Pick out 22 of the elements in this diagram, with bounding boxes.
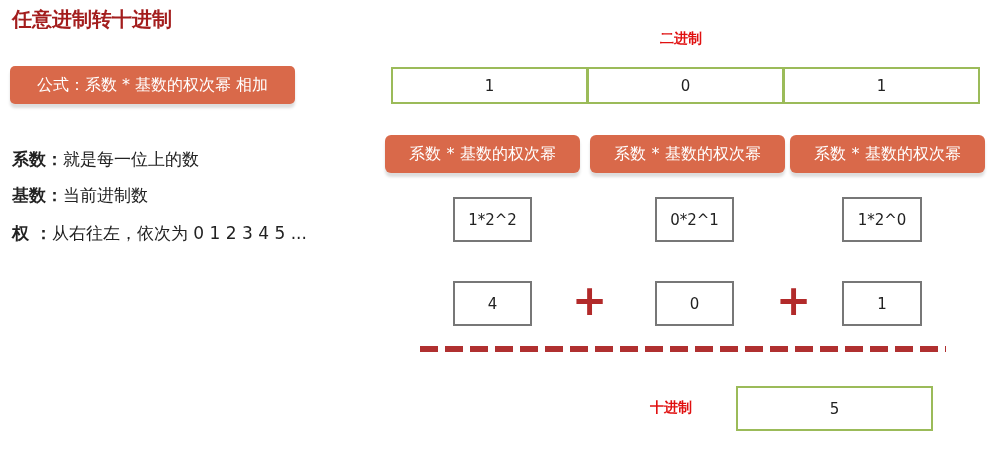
title: 任意进制转十进制 [12,6,172,33]
side-label: 十进制 [650,399,692,417]
expression-box: 1*2^2 [453,197,532,242]
result-box: 0 [655,281,734,326]
formula-box: 公式：系数 * 基数的权次幂 相加 [10,66,295,104]
definition-text: 基数：当前进制数 [12,184,148,207]
plus-sign: + [776,280,812,322]
formula-box: 系数 * 基数的权次幂 [790,135,985,173]
heading-label: 二进制 [660,30,702,48]
definition-text: 权 ：从右往左，依次为 0 1 2 3 4 5 ... [12,222,307,245]
result-box: 5 [736,386,933,431]
formula-box: 系数 * 基数的权次幂 [385,135,580,173]
digit-cell: 1 [783,67,980,104]
expression-box: 1*2^0 [842,197,922,242]
digit-cell: 1 [391,67,588,104]
result-box: 4 [453,281,532,326]
digit-cell: 0 [587,67,784,104]
expression-box: 0*2^1 [655,197,734,242]
definition-text: 系数：就是每一位上的数 [12,148,199,171]
plus-sign: + [572,280,608,322]
formula-box: 系数 * 基数的权次幂 [590,135,785,173]
result-box: 1 [842,281,922,326]
